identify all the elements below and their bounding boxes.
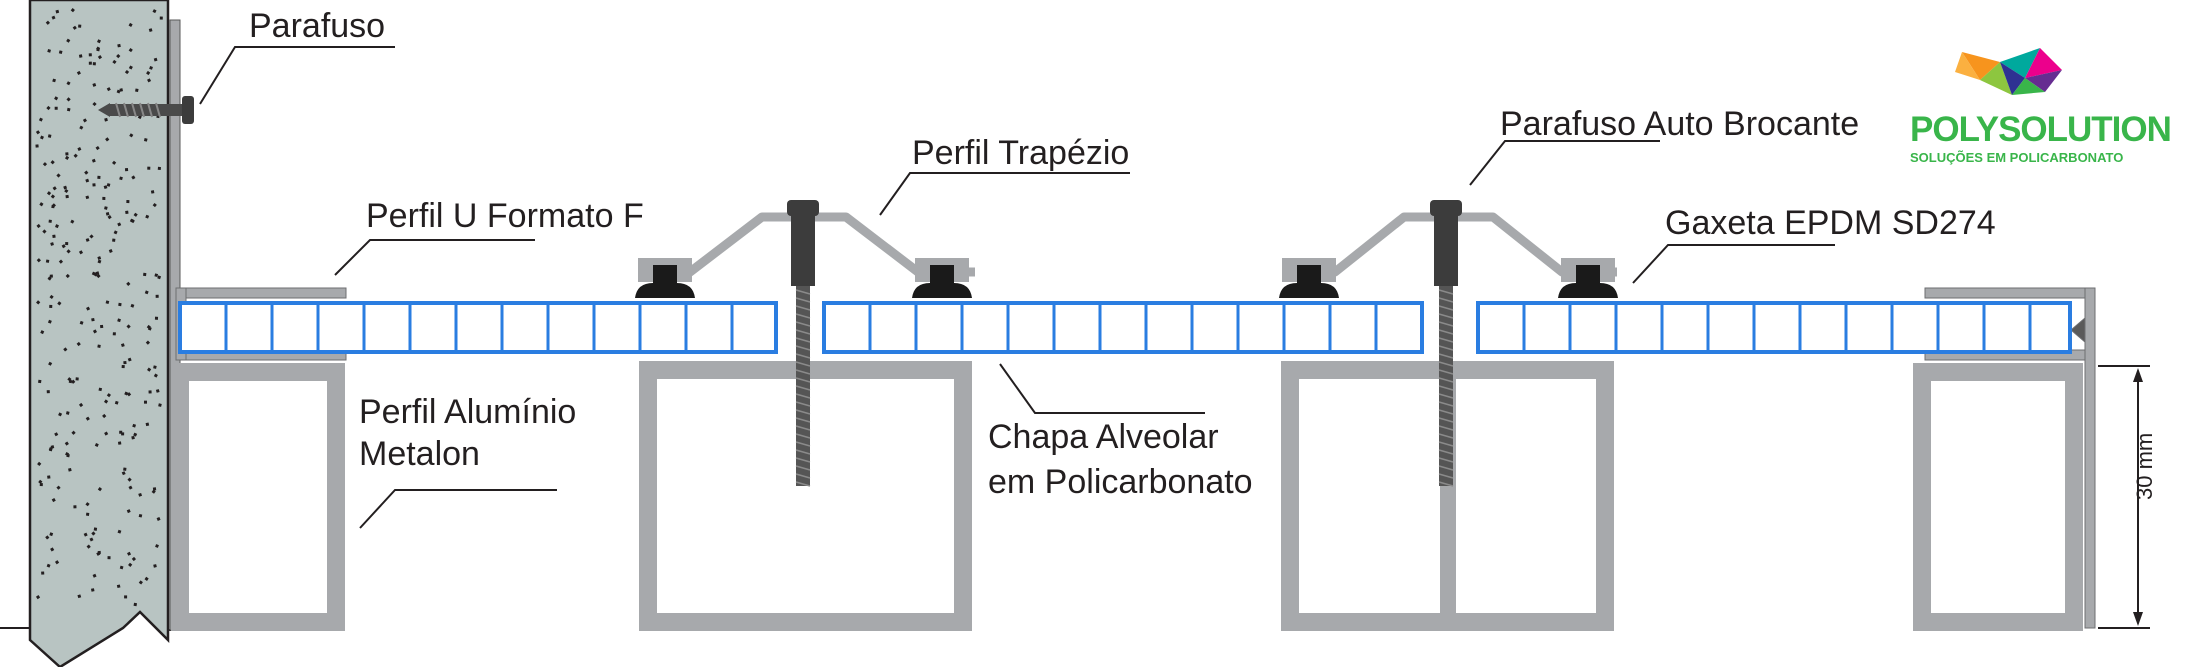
label-parafuso: Parafuso (249, 7, 386, 45)
leader-parafuso-auto (1469, 140, 1660, 186)
leader-trapezio (879, 172, 1130, 216)
gasket-2 (912, 258, 972, 298)
polycarbonate-sheet-1 (178, 301, 778, 354)
leader-chapa (999, 363, 1205, 414)
wall-texture (35, 8, 163, 607)
brand-tagline: SOLUÇÕES EM POLICARBONATO (1910, 150, 2124, 165)
label-perfil-u: Perfil U Formato F (366, 197, 644, 235)
perfil-u-right (1924, 287, 2096, 629)
wall-screw (98, 96, 194, 124)
label-parafuso-auto-brocante: Parafuso Auto Brocante (1500, 105, 1860, 143)
leader-parafuso (199, 46, 395, 105)
concrete-wall (0, 0, 200, 667)
leader-lines (199, 46, 1835, 529)
label-perfil-trapezio: Perfil Trapézio (912, 134, 1130, 172)
label-dimension: 30 mm (2132, 432, 2157, 500)
label-chapa-alveolar: Chapa Alveolar (988, 418, 1219, 456)
epdm-gaskets (635, 258, 1618, 298)
label-perfil-aluminio: Perfil Alumínio (359, 393, 577, 431)
gasket-4 (1558, 258, 1618, 298)
label-policarbonato: em Policarbonato (988, 463, 1253, 501)
gasket-3 (1279, 258, 1339, 298)
label-metalon: Metalon (359, 435, 480, 473)
leader-perfil-u (334, 239, 535, 276)
polysolution-logo-icon (1955, 48, 2062, 95)
polycarbonate-sheets (178, 301, 2072, 354)
leader-gaxeta (1632, 244, 1835, 284)
leader-metalon (359, 489, 557, 529)
gasket-1 (635, 258, 695, 298)
screw-1 (787, 200, 819, 487)
metalon-tube-1 (171, 363, 345, 631)
screw-2 (1430, 200, 1462, 487)
polycarbonate-sheet-2 (822, 301, 1424, 354)
label-gaxeta: Gaxeta EPDM SD274 (1665, 204, 1996, 242)
polycarbonate-sheet-3 (1476, 301, 2072, 354)
metalon-tube-4 (1913, 363, 2083, 631)
brand-name: POLYSOLUTION (1910, 110, 2172, 149)
self-drilling-screws (787, 200, 1462, 487)
dimension-30mm (2098, 365, 2150, 629)
